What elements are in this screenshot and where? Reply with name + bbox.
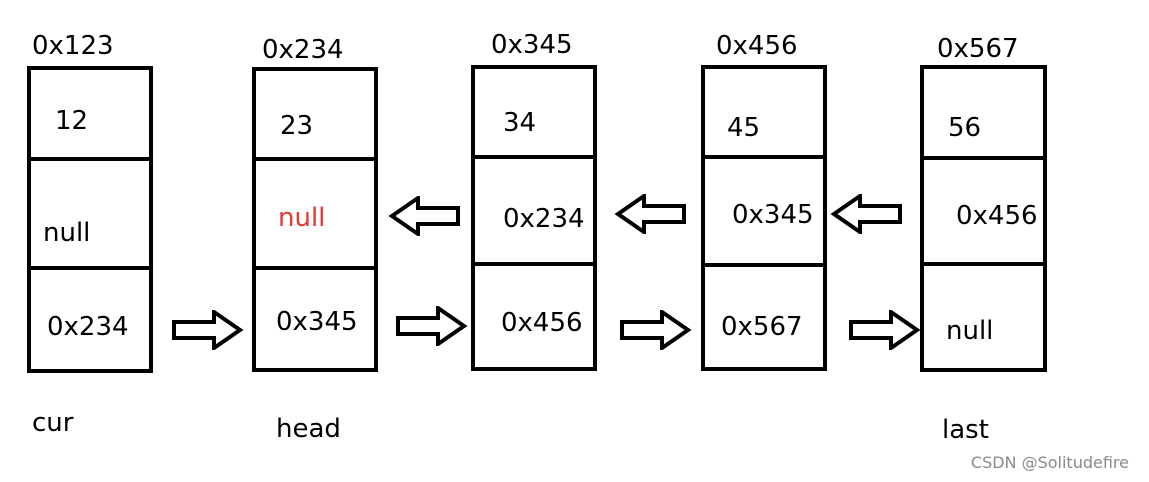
node-2-value: 23 [280, 111, 314, 141]
node-2-prev: null [278, 203, 326, 233]
node-4-address: 0x456 [716, 31, 798, 61]
next-arrow-2-icon [396, 306, 468, 346]
node-2-divider-2 [256, 266, 374, 270]
node-3-next: 0x456 [501, 308, 583, 338]
node-4-value: 45 [727, 113, 761, 143]
node-1-prev: null [43, 218, 91, 248]
node-1-divider-1 [31, 157, 149, 161]
node-4-prev: 0x345 [732, 200, 814, 230]
node-5-divider-2 [924, 262, 1043, 266]
node-4-divider-1 [705, 155, 823, 159]
node-4-divider-2 [705, 263, 823, 267]
node-3-box: 34 0x234 0x456 [471, 65, 597, 371]
prev-arrow-1-icon [388, 196, 460, 236]
node-2-next: 0x345 [276, 307, 358, 337]
prev-arrow-3-icon [830, 194, 902, 234]
node-5-prev: 0x456 [956, 201, 1038, 231]
prev-arrow-2-icon [614, 194, 686, 234]
node-1-value: 12 [55, 106, 89, 136]
last-label: last [942, 415, 989, 445]
node-1-next: 0x234 [47, 312, 129, 342]
node-1-divider-2 [31, 266, 149, 270]
node-4-next: 0x567 [721, 312, 803, 342]
head-label: head [276, 414, 341, 444]
node-5-value: 56 [948, 113, 982, 143]
node-5-box: 56 0x456 null [920, 65, 1047, 372]
node-3-divider-1 [475, 155, 593, 159]
node-2-address: 0x234 [262, 35, 344, 65]
node-2-box: 23 null 0x345 [252, 67, 378, 372]
node-3-divider-2 [475, 262, 593, 266]
node-3-value: 34 [503, 108, 537, 138]
node-4-box: 45 0x345 0x567 [701, 65, 827, 371]
cur-label: cur [32, 408, 74, 438]
node-3-address: 0x345 [491, 30, 573, 60]
watermark: CSDN @Solitudefire [970, 453, 1129, 472]
node-3-prev: 0x234 [503, 204, 585, 234]
next-arrow-4-icon [849, 310, 921, 350]
node-5-address: 0x567 [937, 34, 1019, 64]
node-2-divider-1 [256, 157, 374, 161]
next-arrow-1-icon [172, 310, 244, 350]
next-arrow-3-icon [620, 310, 692, 350]
node-1-box: 12 null 0x234 [27, 66, 153, 373]
node-5-next: null [946, 316, 994, 346]
node-1-address: 0x123 [32, 31, 114, 61]
node-5-divider-1 [924, 156, 1043, 160]
